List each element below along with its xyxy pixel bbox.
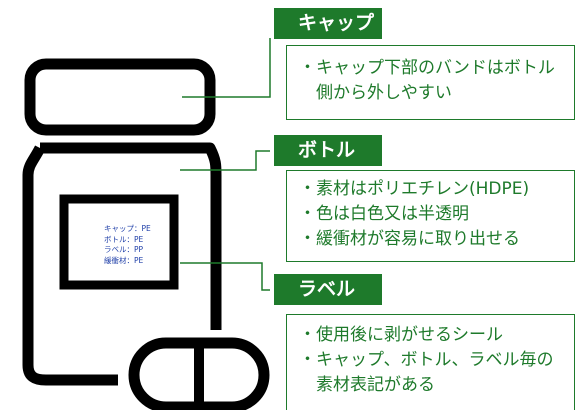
bottle-description-line: ・緩衝材が容易に取り出せる — [299, 229, 520, 249]
cap-description-box: ・キャップ下部のバンドはボトル 側から外しやすい — [286, 45, 575, 120]
cap-description-line: ・キャップ下部のバンドはボトル — [299, 58, 555, 78]
cap-description-line: 側から外しやすい — [299, 83, 452, 103]
connector-label — [180, 262, 270, 291]
label-title: ラベル — [274, 274, 382, 305]
label-description-line: ・キャップ、ボトル、ラベル毎の — [299, 350, 554, 370]
bottle-label-area — [59, 194, 179, 290]
label-line-bottle: ボトル：PE — [104, 234, 144, 244]
label-description-line: 素材表記がある — [299, 375, 435, 395]
label-line-label: ラベル：PP — [104, 245, 144, 254]
connector-cap — [182, 38, 271, 98]
bottle-label-text: キャップ：PE ボトル：PE ラベル：PP 緩衝材：PE — [104, 224, 151, 266]
label-description-line: ・使用後に剥がせるシール — [299, 325, 503, 345]
label-line-cap: キャップ：PE — [104, 224, 151, 233]
bottle-description-line: ・色は白色又は半透明 — [299, 204, 469, 224]
label-line-cushion: 緩衝材：PE — [104, 255, 144, 265]
bottle-description-box: ・素材はポリエチレン(HDPE) ・色は白色又は半透明 ・緩衝材が容易に取り出せ… — [286, 170, 575, 262]
bottle-title: ボトル — [274, 135, 382, 166]
label-description-box: ・使用後に剥がせるシール ・キャップ、ボトル、ラベル毎の 素材表記がある — [286, 314, 575, 410]
cap-title: キャップ — [274, 8, 382, 39]
bottle-description-line: ・素材はポリエチレン(HDPE) — [299, 179, 530, 199]
bottle-body — [22, 142, 222, 386]
connector-bottle — [180, 150, 270, 171]
